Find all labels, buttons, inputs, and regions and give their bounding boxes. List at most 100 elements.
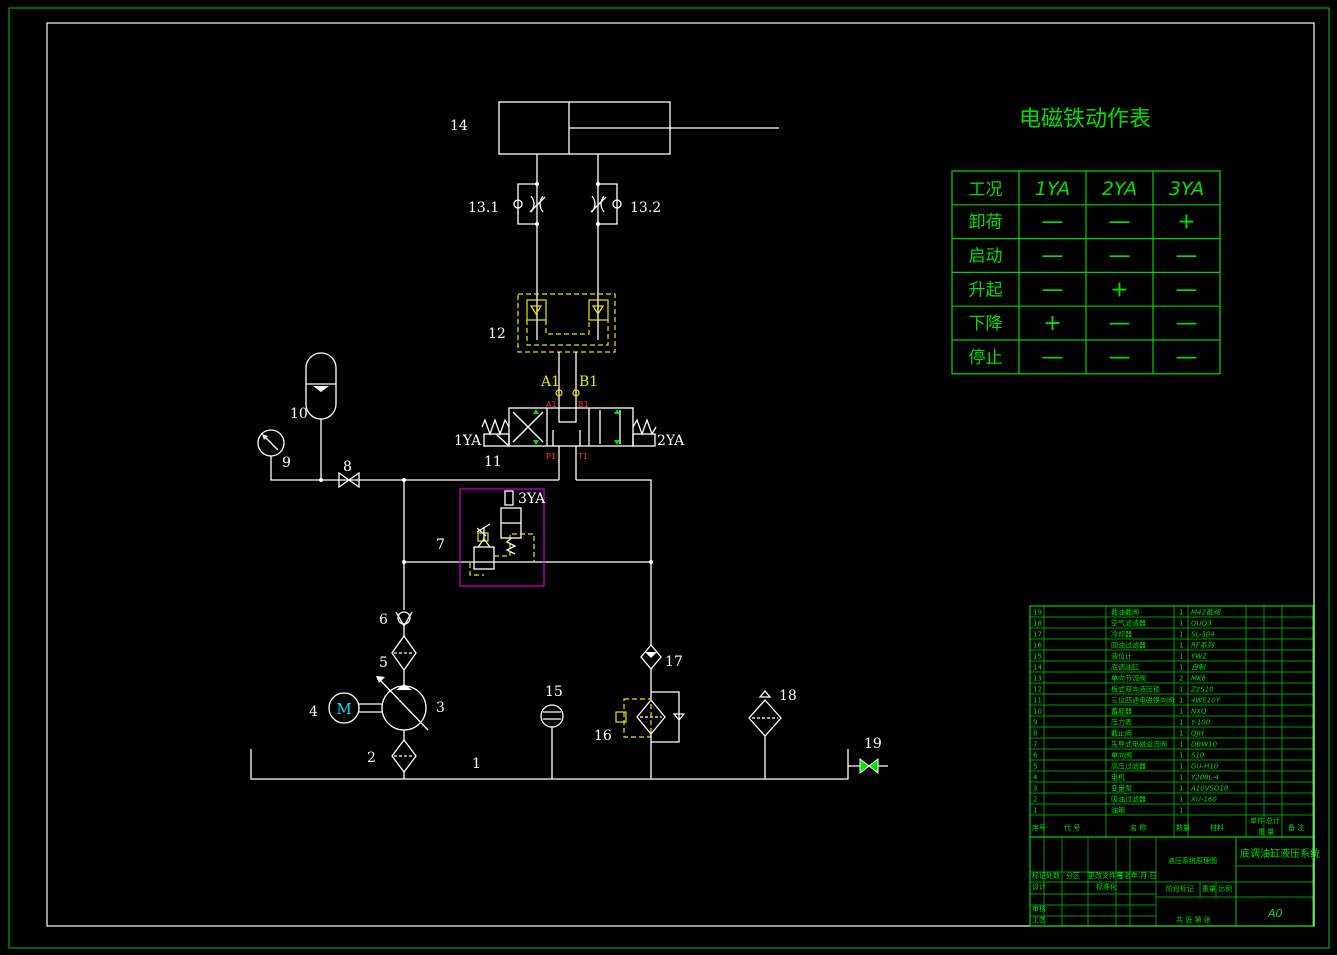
- tb-review: 审核: [1032, 904, 1046, 913]
- part-qty: 1: [1179, 653, 1183, 661]
- part-name: 截油截阀: [1111, 608, 1139, 617]
- table-cell: +: [1177, 210, 1195, 235]
- part-no: 15: [1033, 653, 1042, 661]
- part-code: YWZ: [1191, 653, 1207, 661]
- part-code: A10VSO18: [1190, 785, 1229, 793]
- part-no: 18: [1033, 620, 1042, 628]
- tb-format: A0: [1267, 907, 1283, 920]
- part-code: MK6: [1191, 675, 1207, 683]
- table-cell: —: [1176, 277, 1198, 302]
- port-b1: B1: [578, 400, 589, 409]
- table-condition: 停止: [969, 348, 1003, 368]
- part-name: 高压过滤器: [1111, 762, 1146, 771]
- parts-border: [1029, 605, 1314, 927]
- label-3: 3: [436, 700, 445, 716]
- part-name: 液位计: [1111, 652, 1132, 661]
- part-no: 10: [1033, 708, 1042, 716]
- part-code: GU-H10: [1191, 763, 1219, 771]
- part-qty: 1: [1179, 785, 1183, 793]
- h-seq: 序号: [1032, 823, 1046, 832]
- part-qty: 2: [1179, 675, 1183, 683]
- part-name: 蓄能器: [1111, 707, 1132, 716]
- part-qty: 1: [1179, 763, 1183, 771]
- table-condition: 下降: [969, 314, 1003, 334]
- label-13-2: 13.2: [630, 200, 661, 216]
- part-name: 油箱: [1111, 806, 1125, 815]
- table-cell: —: [1109, 311, 1131, 336]
- part-name: 压力表: [1111, 718, 1132, 727]
- table-cell: —: [1176, 311, 1198, 336]
- part-qty: 1: [1179, 796, 1183, 804]
- tb-weight: 重量: [1202, 885, 1216, 893]
- part-qty: 1: [1179, 631, 1183, 639]
- h-note: 备 注: [1288, 823, 1304, 832]
- part-qty: 1: [1179, 774, 1183, 782]
- part-code: XU-160: [1190, 796, 1217, 804]
- part-name: 板式双向液压锁: [1111, 685, 1160, 694]
- h-single: 单件: [1250, 816, 1264, 825]
- throttle-check-valve-13-2: 13.2: [590, 183, 661, 225]
- throttle-check-valve-13-1: 13.1: [468, 183, 546, 225]
- label-6: 6: [379, 612, 388, 628]
- part-code: Z2S10: [1190, 686, 1214, 694]
- part-no: 13: [1033, 675, 1042, 683]
- stop-valve-8: 8: [338, 459, 360, 489]
- variable-pump-3: 3: [376, 676, 445, 731]
- table-cell: +: [1043, 311, 1061, 336]
- h-total: 总计: [1266, 816, 1280, 825]
- air-filter-18: 18: [748, 688, 797, 779]
- table-condition: 卸荷: [969, 213, 1003, 233]
- table-cell: —: [1176, 244, 1198, 269]
- label-1: 1: [472, 756, 481, 772]
- label-5: 5: [379, 655, 388, 671]
- pressure-gauge-9: 9: [257, 429, 291, 471]
- accumulator-10: 10: [290, 352, 337, 480]
- label-16: 16: [594, 728, 612, 744]
- part-no: 16: [1033, 642, 1042, 650]
- port-t1: T1: [577, 452, 588, 461]
- part-code: Y208L-4: [1191, 774, 1219, 782]
- part-no: 9: [1033, 719, 1037, 727]
- h-code: 代 号: [1064, 823, 1080, 832]
- table-header-1: 1YA: [1035, 178, 1070, 200]
- part-name: 冷却器: [1111, 630, 1132, 639]
- part-code: 4WE10Y: [1191, 697, 1221, 705]
- part-qty: 1: [1179, 609, 1183, 617]
- part-code: S10: [1191, 752, 1205, 760]
- part-qty: 1: [1179, 686, 1183, 694]
- part-qty: 1: [1179, 708, 1183, 716]
- table-cell: —: [1176, 345, 1198, 370]
- part-no: 1: [1033, 807, 1037, 815]
- part-name: 单向节流阀: [1111, 674, 1146, 683]
- part-code: RF系列: [1191, 642, 1215, 650]
- part-name: 空气滤清器: [1111, 619, 1146, 628]
- label-18: 18: [779, 688, 797, 704]
- table-cell: —: [1109, 244, 1131, 269]
- part-no: 5: [1033, 763, 1037, 771]
- h-name: 名 称: [1130, 823, 1146, 832]
- part-qty: 1: [1179, 730, 1183, 738]
- table-cell: —: [1042, 345, 1064, 370]
- part-code: 自制: [1191, 664, 1206, 672]
- port-a1: A1: [546, 400, 557, 409]
- table-condition: 启动: [969, 247, 1003, 267]
- label-4: 4: [309, 704, 318, 720]
- tb-change: 更改文件号: [1088, 871, 1123, 880]
- pressure-filter-5: 5: [379, 634, 417, 672]
- level-gauge-15: 15: [540, 684, 564, 779]
- part-qty: 1: [1179, 807, 1183, 815]
- table-cell: —: [1109, 345, 1131, 370]
- part-code: SL-304: [1191, 631, 1215, 639]
- tb-mark: 标记: [1032, 871, 1046, 880]
- cooler-17: 17: [640, 643, 683, 671]
- part-name: 三位四通电磁换向阀: [1111, 696, 1174, 705]
- part-code: DBW10: [1191, 741, 1218, 749]
- label-2: 2: [367, 750, 376, 766]
- part-name: 底调油缸: [1111, 663, 1139, 672]
- check-valve-6: 6: [379, 611, 413, 628]
- drawing-name: 液压系统原理图: [1168, 856, 1217, 865]
- part-no: 19: [1033, 609, 1042, 617]
- h-qty: 数量: [1176, 823, 1190, 832]
